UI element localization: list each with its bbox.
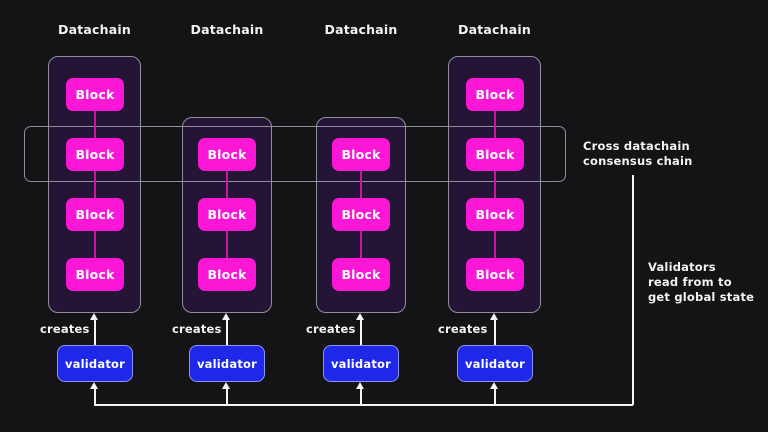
creates-arrow-line-3	[360, 320, 362, 346]
readback-arrow-line-4	[494, 389, 496, 405]
readback-arrow-line-1	[94, 389, 96, 405]
creates-arrow-line-4	[494, 320, 496, 346]
datachain-title-4: Datachain	[458, 22, 531, 37]
validator-box-1[interactable]: validator	[57, 345, 133, 382]
readback-arrowhead-4	[490, 382, 498, 389]
block-node[interactable]: Block	[466, 258, 524, 291]
readback-arrowhead-3	[356, 382, 364, 389]
block-link	[494, 111, 496, 138]
block-link	[94, 171, 96, 198]
readback-arrowhead-1	[90, 382, 98, 389]
block-link	[494, 231, 496, 258]
validator-box-2[interactable]: validator	[189, 345, 265, 382]
block-node[interactable]: Block	[198, 198, 256, 231]
block-node[interactable]: Block	[198, 138, 256, 171]
block-link	[94, 111, 96, 138]
block-node[interactable]: Block	[198, 258, 256, 291]
creates-arrowhead-2	[222, 313, 230, 320]
block-link	[360, 231, 362, 258]
datachain-title-2: Datachain	[190, 22, 264, 37]
cross-datachain-consensus-label: Cross datachain consensus chain	[583, 139, 693, 169]
creates-label-3: creates	[306, 322, 356, 336]
validators-read-label: Validators read from to get global state	[648, 260, 755, 305]
block-node[interactable]: Block	[66, 258, 124, 291]
block-node[interactable]: Block	[466, 198, 524, 231]
block-node[interactable]: Block	[466, 138, 524, 171]
readback-arrow-line-2	[226, 389, 228, 405]
readback-bus-hline	[94, 404, 633, 406]
cross-datachain-consensus-box[interactable]	[24, 126, 566, 182]
block-node[interactable]: Block	[466, 78, 524, 111]
creates-label-2: creates	[172, 322, 222, 336]
creates-label-4: creates	[438, 322, 488, 336]
creates-arrowhead-1	[90, 313, 98, 320]
block-link	[226, 231, 228, 258]
block-node[interactable]: Block	[332, 138, 390, 171]
block-node[interactable]: Block	[332, 198, 390, 231]
block-node[interactable]: Block	[332, 258, 390, 291]
block-node[interactable]: Block	[66, 198, 124, 231]
block-node[interactable]: Block	[66, 78, 124, 111]
block-node[interactable]: Block	[66, 138, 124, 171]
block-link	[360, 171, 362, 198]
creates-arrowhead-4	[490, 313, 498, 320]
datachain-title-3: Datachain	[324, 22, 398, 37]
validator-box-3[interactable]: validator	[323, 345, 399, 382]
creates-label-1: creates	[40, 322, 90, 336]
block-link	[94, 231, 96, 258]
creates-arrow-line-1	[94, 320, 96, 346]
consensus-readback-vline	[632, 175, 634, 405]
readback-arrow-line-3	[360, 389, 362, 405]
creates-arrow-line-2	[226, 320, 228, 346]
creates-arrowhead-3	[356, 313, 364, 320]
block-link	[226, 171, 228, 198]
block-link	[494, 171, 496, 198]
validator-box-4[interactable]: validator	[457, 345, 533, 382]
readback-arrowhead-2	[222, 382, 230, 389]
datachain-title-1: Datachain	[58, 22, 131, 37]
